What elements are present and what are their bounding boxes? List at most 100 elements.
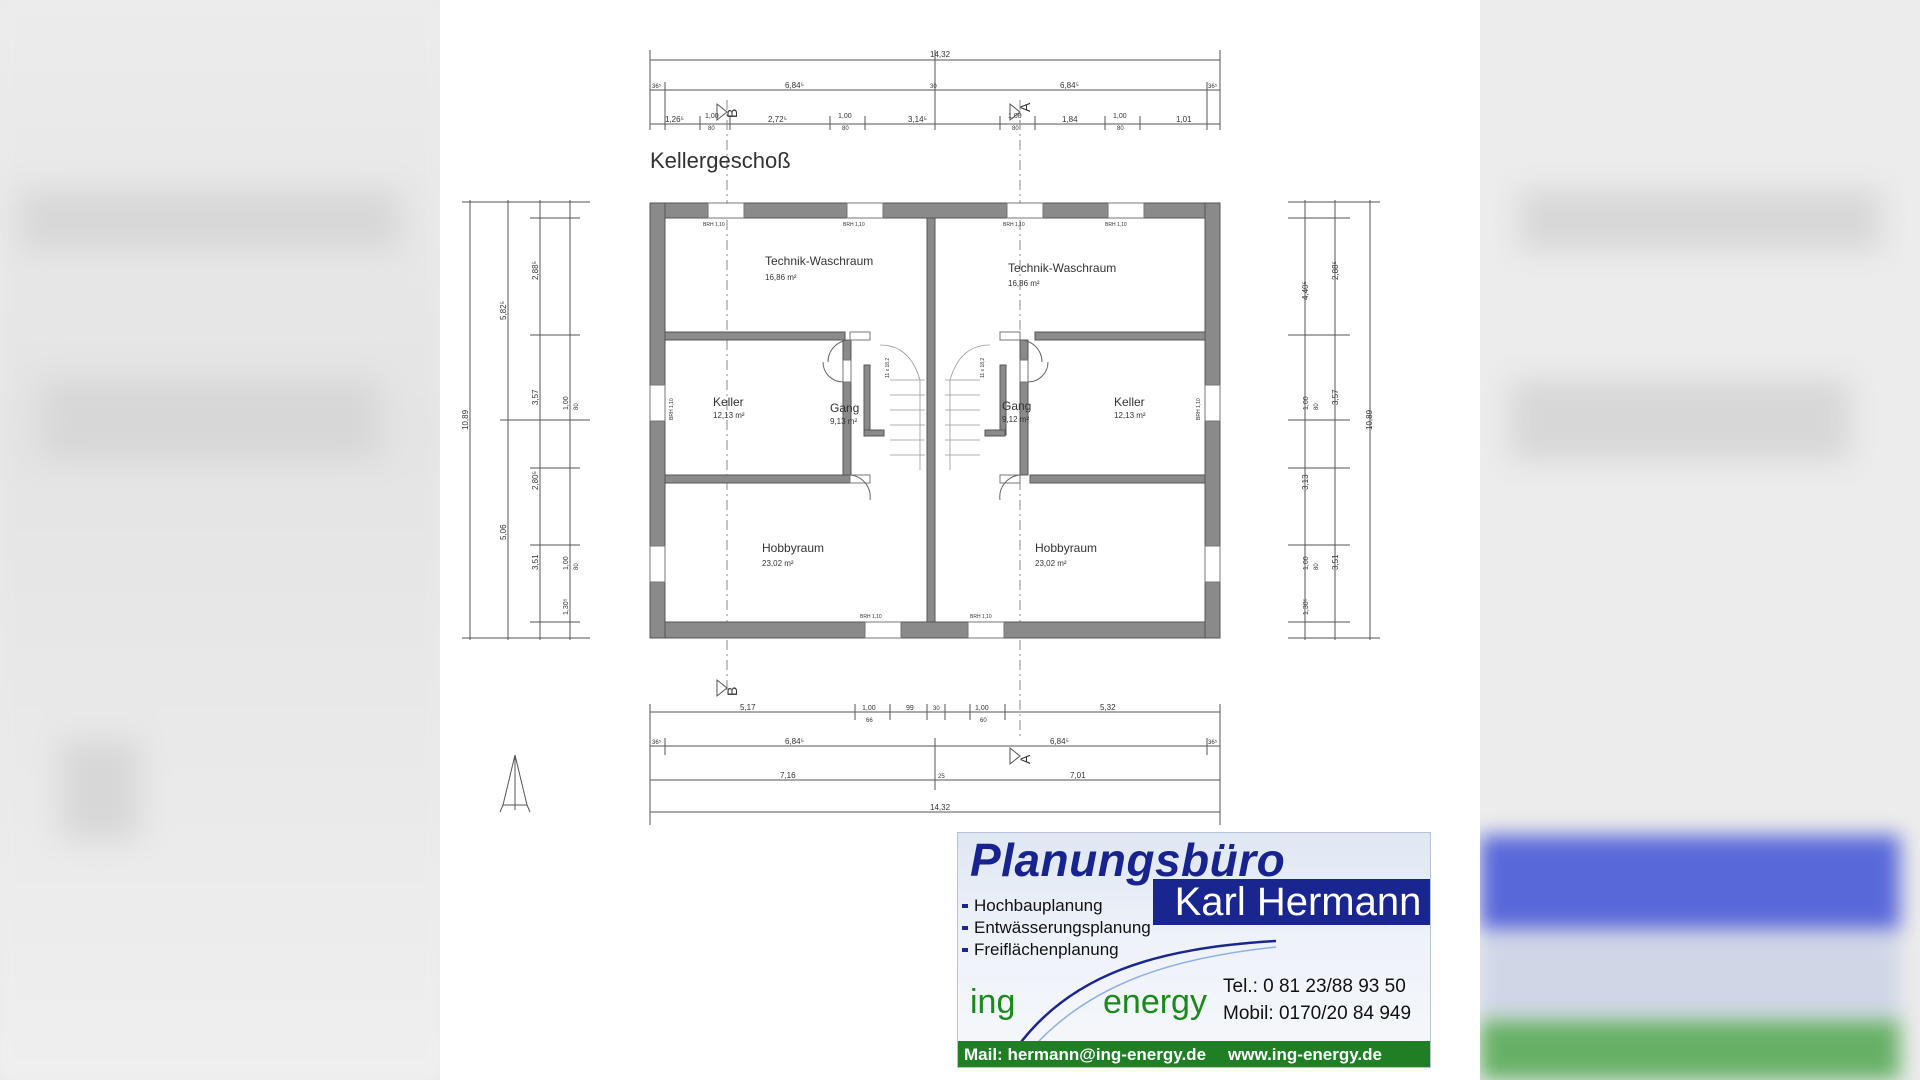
dim-label: 2,88⁵ <box>531 261 540 280</box>
dim-label: 1,30⁵ <box>563 598 570 615</box>
dim-label: 1,00 <box>1303 396 1310 410</box>
dim-label: 1,00 <box>975 705 989 712</box>
service-item: Entwässerungsplanung <box>962 917 1151 939</box>
sill-tag: BRH 1,10 <box>669 398 675 420</box>
service-item: Freiflächenplanung <box>962 939 1151 961</box>
room-area: 23,02 m² <box>1035 559 1067 568</box>
swoosh-graphic <box>1011 939 1277 1054</box>
dim-label: 3,51 <box>1331 554 1340 570</box>
dim-label: 3,13 <box>1301 474 1310 490</box>
dim-label: 1,00 <box>1008 113 1022 120</box>
dim-label: 14,32 <box>930 803 951 812</box>
dim-label: 80 <box>1117 126 1124 132</box>
dim-label: 1,01 <box>1176 115 1192 124</box>
dim-label: 1,00 <box>1113 113 1127 120</box>
section-mark-b: B <box>724 109 740 118</box>
dim-label: 14,32 <box>930 50 951 59</box>
dim-label: 6,84⁵ <box>785 737 804 746</box>
room-name: Gang <box>830 401 859 415</box>
dim-label: 80 <box>1314 403 1320 410</box>
dim-label: 1,00 <box>563 396 570 410</box>
room-name: Keller <box>1114 395 1145 409</box>
dim-label: 80 <box>574 403 580 410</box>
contact-block: Tel.: 0 81 23/88 93 50 Mobil: 0170/20 84… <box>1223 973 1411 1027</box>
dim-label: 30 <box>930 84 937 90</box>
plan-title: Kellergeschoß <box>650 148 791 173</box>
logo-footer: Mail: hermann@ing-energy.de www.ing-ener… <box>958 1041 1430 1067</box>
dim-label: 36⁵ <box>652 739 662 746</box>
dim-label: 36⁵ <box>1208 83 1218 90</box>
sill-tag: BRH 1,10 <box>1003 222 1025 228</box>
dim-label: 1,00 <box>705 113 719 120</box>
room-area: 16,86 m² <box>1008 279 1040 288</box>
dim-label: 3,51 <box>531 554 540 570</box>
dim-label: 10,89 <box>461 409 470 430</box>
company-logo-card: Planungsbüro Karl Hermann Hochbauplanung… <box>957 832 1431 1068</box>
logo-title: Planungsbüro <box>970 834 1286 886</box>
sill-tag: BRH 1,10 <box>703 222 725 228</box>
sill-tag: BRH 1,10 <box>860 614 882 620</box>
dim-label: 1,84 <box>1062 115 1078 124</box>
room-name: Technik-Waschraum <box>765 254 873 268</box>
stair-tag: 11 x 18,2 <box>980 358 986 378</box>
dim-label: 2,72⁵ <box>768 115 787 124</box>
dim-label: 25 <box>938 774 945 780</box>
dim-label: 10,89 <box>1365 409 1374 430</box>
phone-number: Tel.: 0 81 23/88 93 50 <box>1223 976 1406 997</box>
dim-label: 3,14⁵ <box>908 115 927 124</box>
dim-label: 7,16 <box>780 771 796 780</box>
room-name: Technik-Waschraum <box>1008 261 1116 275</box>
dim-label: 66 <box>866 718 873 724</box>
sill-tag: BRH 1,10 <box>1105 222 1127 228</box>
website-link[interactable]: www.ing-energy.de <box>1228 1045 1382 1064</box>
dim-label: 5,17 <box>740 703 756 712</box>
dim-label: 5,82⁵ <box>499 301 508 320</box>
blurred-background-right <box>1480 0 1920 1080</box>
dim-label: 1,00 <box>1303 556 1310 570</box>
room-area: 12,13 m² <box>713 411 745 420</box>
section-mark-b: B <box>724 687 740 696</box>
dim-label: 5,32 <box>1100 703 1116 712</box>
sill-tag: BRH 1,10 <box>1196 398 1202 420</box>
floor-plan-drawing: Kellergeschoß Technik-Waschraum 16,86 m²… <box>461 50 1380 825</box>
dim-label: 6,84⁵ <box>785 81 804 90</box>
brand-energy: energy <box>1103 983 1207 1021</box>
dim-label: 60 <box>980 718 987 724</box>
room-area: 16,86 m² <box>765 273 797 282</box>
dim-label: 36⁵ <box>1208 739 1218 746</box>
room-area: 9,12 m² <box>1002 415 1029 424</box>
dim-label: 80 <box>1314 563 1320 570</box>
dim-label: 3,57 <box>1331 389 1340 405</box>
room-name: Gang <box>1002 399 1031 413</box>
dim-label: 80 <box>842 126 849 132</box>
dim-label: 99 <box>906 705 914 712</box>
dim-label: 1,26⁵ <box>665 115 684 124</box>
dim-label: 6,84⁵ <box>1060 81 1079 90</box>
dim-label: 7,01 <box>1070 771 1086 780</box>
dim-label: 1,30⁵ <box>1303 598 1310 615</box>
north-arrow-icon <box>499 754 531 813</box>
dim-label: 80 <box>1012 126 1019 132</box>
dim-label: 5,06 <box>499 524 508 540</box>
dim-label: 4,40⁵ <box>1301 281 1310 300</box>
room-name: Hobbyraum <box>1035 541 1097 555</box>
section-mark-a: A <box>1017 102 1033 112</box>
room-area: 9,13 m² <box>830 417 857 426</box>
dim-label: 6,84⁵ <box>1050 737 1069 746</box>
email-link[interactable]: Mail: hermann@ing-energy.de <box>964 1045 1207 1064</box>
room-area: 12,13 m² <box>1114 411 1146 420</box>
dim-label: 1,00 <box>862 705 876 712</box>
room-name: Keller <box>713 395 744 409</box>
service-item: Hochbauplanung <box>962 895 1151 917</box>
sill-tag: BRH 1,10 <box>970 614 992 620</box>
stair-tag: 11 x 18,2 <box>885 358 891 378</box>
dim-label: 1,00 <box>838 113 852 120</box>
room-area: 23,02 m² <box>762 559 794 568</box>
dim-label: 30 <box>933 706 940 712</box>
brand-ing: ing <box>970 983 1016 1021</box>
dim-label: 3,57 <box>531 389 540 405</box>
logo-name: Karl Hermann <box>1164 879 1430 925</box>
room-name: Hobbyraum <box>762 541 824 555</box>
mobile-number: Mobil: 0170/20 84 949 <box>1223 1003 1412 1024</box>
blurred-background-left <box>0 0 440 1080</box>
